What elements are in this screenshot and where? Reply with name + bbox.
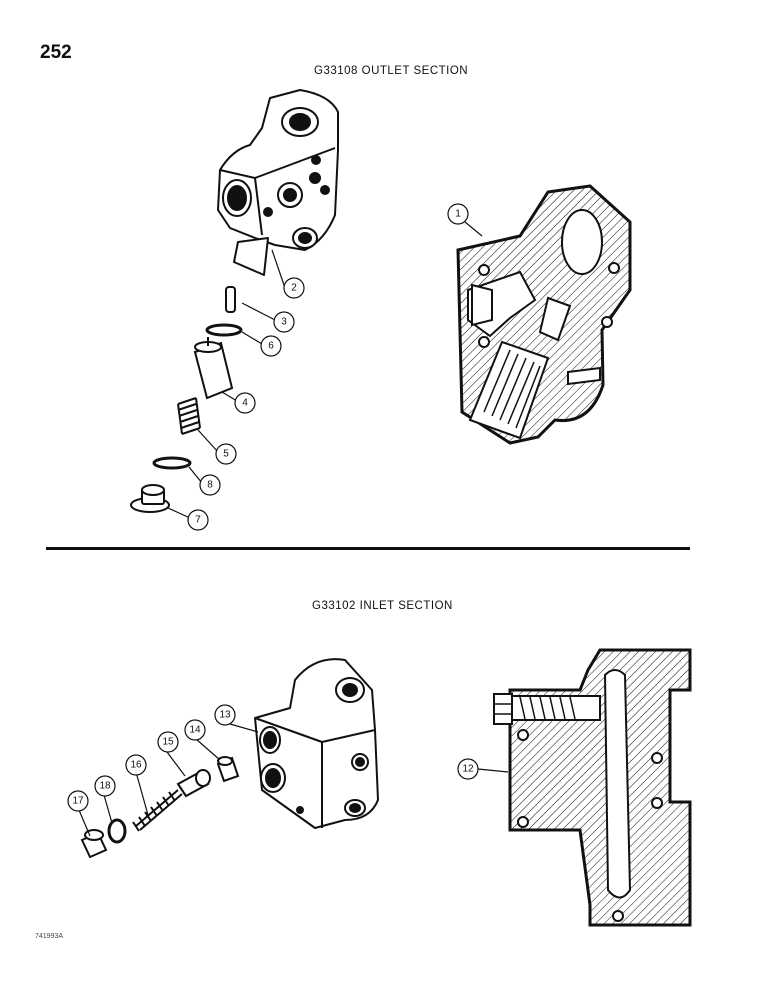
plunger-part bbox=[193, 337, 234, 400]
seat-part bbox=[216, 756, 240, 783]
inlet-section-title: G33102 INLET SECTION bbox=[312, 600, 453, 612]
callout-17: 17 bbox=[72, 796, 84, 807]
callout-7: 7 bbox=[195, 515, 201, 526]
callout-13: 13 bbox=[219, 710, 231, 721]
inlet-cutaway-drawing bbox=[493, 648, 692, 927]
plug-part bbox=[80, 829, 108, 859]
outlet-section-title: G33108 OUTLET SECTION bbox=[314, 65, 469, 77]
inlet-housing-drawing bbox=[254, 658, 379, 829]
poppet-part bbox=[176, 769, 211, 798]
callout-4: 4 bbox=[242, 398, 248, 409]
pin-part bbox=[225, 286, 236, 313]
callout-balloons bbox=[67, 203, 479, 812]
callout-8: 8 bbox=[207, 480, 213, 491]
callout-5: 5 bbox=[223, 449, 229, 460]
callout-leaders bbox=[78, 221, 509, 837]
callout-18: 18 bbox=[99, 781, 111, 792]
o-ring-part bbox=[205, 323, 243, 337]
plug-part bbox=[130, 484, 170, 513]
callout-3: 3 bbox=[281, 317, 287, 328]
outlet-housing-drawing bbox=[217, 89, 339, 276]
spring-part bbox=[132, 789, 183, 832]
callout-14: 14 bbox=[189, 725, 201, 736]
callout-16: 16 bbox=[130, 760, 142, 771]
callout-15: 15 bbox=[162, 737, 174, 748]
page-number: 252 bbox=[40, 42, 72, 63]
o-ring-part bbox=[107, 818, 127, 844]
callout-6: 6 bbox=[268, 341, 274, 352]
spring-part bbox=[177, 397, 201, 435]
o-ring-part bbox=[152, 456, 192, 470]
reference-code: 741993A bbox=[35, 933, 64, 940]
callout-2: 2 bbox=[291, 283, 297, 294]
outlet-cutaway-drawing bbox=[456, 184, 632, 445]
section-divider bbox=[46, 547, 690, 550]
callout-1: 1 bbox=[455, 209, 461, 220]
callout-12: 12 bbox=[462, 764, 474, 775]
